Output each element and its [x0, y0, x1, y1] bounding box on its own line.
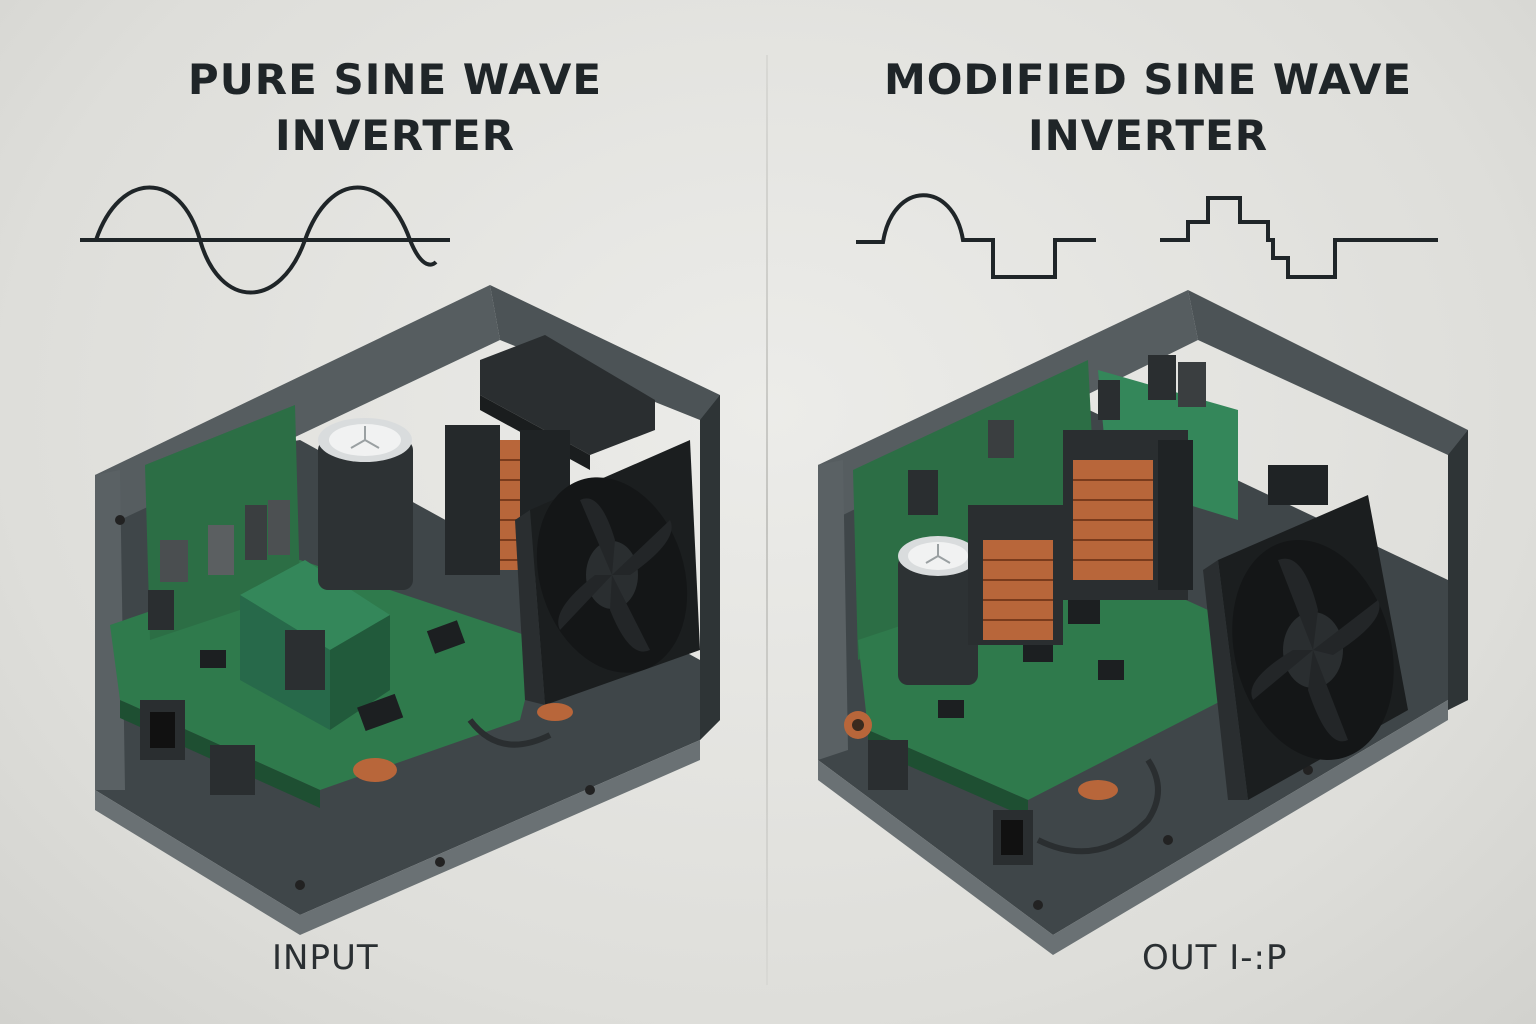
casing-front-lip — [95, 740, 700, 935]
pure-title-line1: PURE SINE WAVE — [187, 55, 603, 104]
pure-sine-illustration — [80, 185, 720, 935]
modified-waveform — [856, 193, 1438, 279]
stepped-square-wave — [1160, 196, 1438, 279]
pure-sine-title: PURE SINE WAVE INVERTER — [0, 52, 790, 164]
pure-inverter-device — [95, 285, 720, 935]
capacitor — [318, 440, 413, 590]
modified-cooling-fan — [1203, 495, 1408, 800]
center-divider — [766, 55, 768, 985]
modified-label-output: OUT I-:P — [1142, 938, 1288, 978]
modified-sine-title: MODIFIED SINE WAVE INVERTER — [768, 52, 1528, 164]
capacitor — [898, 555, 978, 685]
casing-left-wall — [95, 470, 125, 790]
casing-left-wall — [818, 460, 848, 760]
sine-waveform — [80, 185, 450, 295]
modified-title-line2: INVERTER — [1027, 111, 1269, 160]
casing-front-lip — [818, 700, 1448, 955]
modified-title-line1: MODIFIED SINE WAVE — [883, 55, 1413, 104]
modified-sine-illustration — [818, 193, 1468, 955]
half-sine-square-wave — [856, 193, 1096, 279]
upper-transformer — [480, 335, 655, 455]
pure-title-line2: INVERTER — [274, 111, 516, 160]
pure-cooling-fan — [515, 440, 700, 705]
pure-label-input: INPUT — [272, 938, 379, 978]
modified-sine-panel: MODIFIED SINE WAVE INVERTER — [768, 0, 1536, 1024]
sine-curve — [94, 185, 438, 295]
daughter-board — [240, 560, 390, 650]
modified-inverter-device — [818, 290, 1468, 955]
casing-right-wall — [1188, 290, 1468, 710]
pure-sine-panel: PURE SINE WAVE INVERTER — [80, 55, 720, 978]
casing-right-wall — [490, 285, 720, 740]
